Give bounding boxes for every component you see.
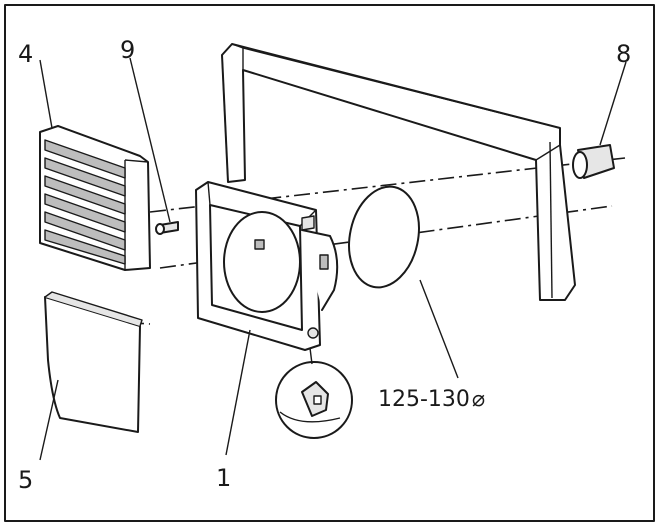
callout-4: 4 [18,40,33,68]
part-5-shutter [44,291,143,433]
leader-lines [39,57,627,461]
diameter-symbol: ⌀ [472,387,485,412]
leader-5 [39,379,59,461]
part-8-cap [572,144,615,179]
part-1-housing [195,181,339,351]
leader-disc [419,279,459,379]
leader-8 [599,61,627,146]
part-9-screw [155,221,179,235]
callout-1: 1 [216,464,231,492]
leader-9 [129,57,171,223]
callout-5: 5 [18,466,33,494]
detail-bubble [275,361,353,439]
leader-1 [225,329,251,456]
seal-disc [348,185,420,289]
dimension-value: 125-130 [378,387,470,412]
mounting-bracket [221,43,576,301]
leader-4 [39,59,53,129]
callout-9: 9 [120,36,135,64]
diagram-border [4,4,655,522]
leader-detail [309,347,313,365]
callout-8: 8 [616,40,631,68]
dimension-label: 125-130⌀ [378,387,485,412]
part-4-grille [39,125,151,271]
